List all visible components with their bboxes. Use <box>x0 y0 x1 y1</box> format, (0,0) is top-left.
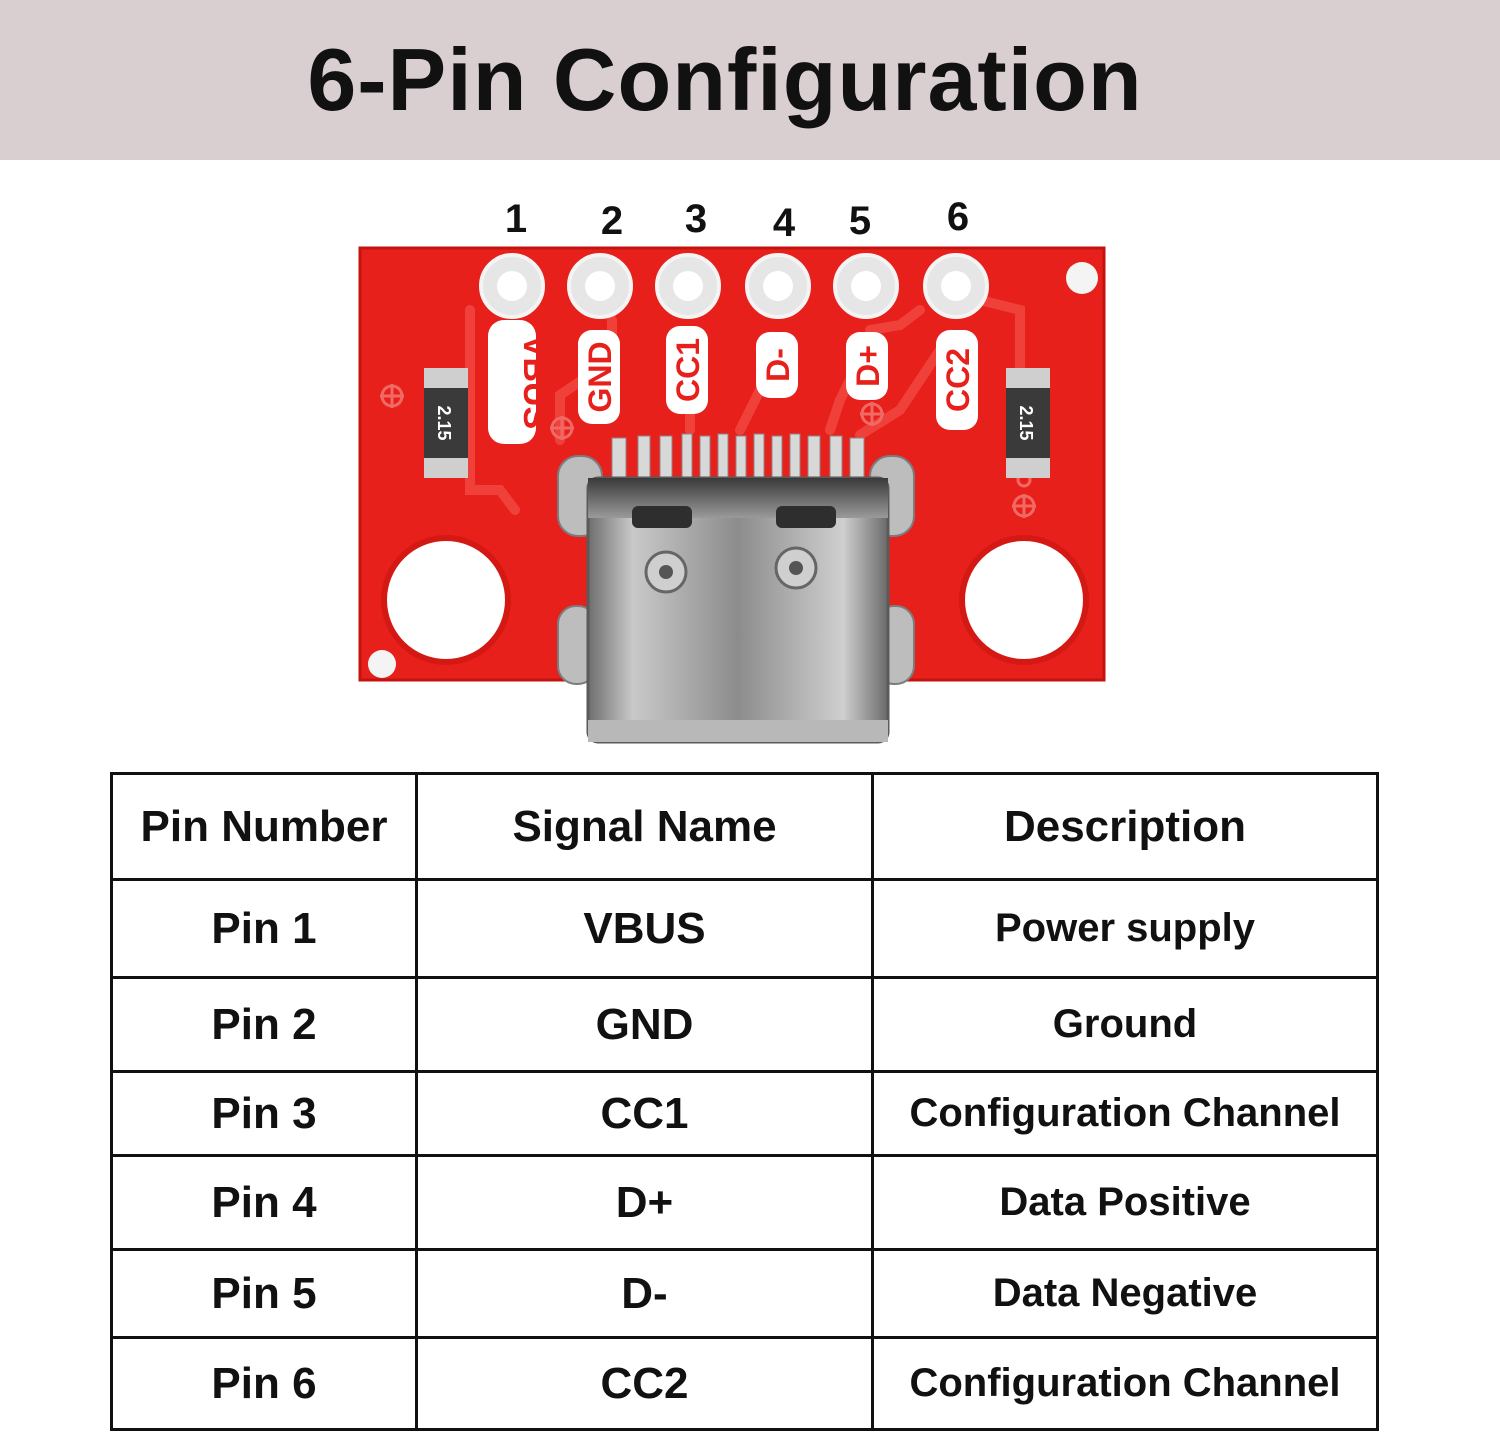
resistor-left: 2.15 <box>424 368 468 478</box>
cell-description: Power supply <box>871 878 1379 979</box>
board-illustration: 1 2 3 4 5 6 <box>358 195 1106 744</box>
pin-pads <box>479 253 989 319</box>
cell-pin: Pin 6 <box>110 1336 418 1431</box>
pin-number-6: 6 <box>947 195 969 239</box>
resistor-right: 2.15 <box>1006 368 1050 478</box>
cell-pin: Pin 4 <box>110 1154 418 1251</box>
table-row: Pin 2 GND Ground <box>110 976 1379 1073</box>
pin-number-1: 1 <box>505 197 527 241</box>
silkscreen-labels: VBUS GND CC1 D- D+ CC2 <box>488 320 978 444</box>
table-row: Pin 3 CC1 Configuration Channel <box>110 1070 1379 1157</box>
table-row: Pin 1 VBUS Power supply <box>110 878 1379 979</box>
cell-signal: CC2 <box>415 1336 874 1431</box>
cell-description: Configuration Channel <box>871 1070 1379 1157</box>
silkscreen-d-plus: D+ <box>850 345 886 387</box>
silkscreen-gnd: GND <box>582 341 618 412</box>
cell-signal: D- <box>415 1248 874 1339</box>
cell-signal: GND <box>415 976 874 1073</box>
table-row: Pin 5 D- Data Negative <box>110 1248 1379 1339</box>
fiducial-bottom-left <box>368 650 396 678</box>
cell-description: Data Positive <box>871 1154 1379 1251</box>
page-title: 6-Pin Configuration <box>307 30 1143 129</box>
connector-pins <box>611 433 865 481</box>
pin-number-labels: 1 2 3 4 5 6 <box>505 195 969 245</box>
cell-pin: Pin 1 <box>110 878 418 979</box>
pin-configuration-table: Pin Number Signal Name Description Pin 1… <box>110 772 1379 1431</box>
silkscreen-vbus: VBUS <box>516 335 554 429</box>
cell-pin: Pin 2 <box>110 976 418 1073</box>
header-signal-name: Signal Name <box>415 772 874 881</box>
cell-description: Data Negative <box>871 1248 1379 1339</box>
fiducial-top-right <box>1066 262 1098 294</box>
cell-signal: VBUS <box>415 878 874 979</box>
usb-c-connector <box>586 476 890 744</box>
mounting-hole-left <box>381 535 511 665</box>
resistor-left-label: 2.15 <box>434 405 454 440</box>
cell-pin: Pin 3 <box>110 1070 418 1157</box>
silkscreen-d-minus: D- <box>760 348 796 382</box>
mounting-hole-right <box>959 535 1089 665</box>
cell-signal: D+ <box>415 1154 874 1251</box>
table-row: Pin 4 D+ Data Positive <box>110 1154 1379 1251</box>
pin-number-3: 3 <box>685 197 707 241</box>
table-row: Pin 6 CC2 Configuration Channel <box>110 1336 1379 1431</box>
header-pin-number: Pin Number <box>110 772 418 881</box>
resistor-right-label: 2.15 <box>1016 405 1036 440</box>
pin-number-4: 4 <box>773 201 796 245</box>
silkscreen-cc1: CC1 <box>670 338 706 402</box>
pin-number-2: 2 <box>601 199 623 243</box>
pin-number-5: 5 <box>849 199 871 243</box>
cell-pin: Pin 5 <box>110 1248 418 1339</box>
title-band: 6-Pin Configuration <box>0 0 1500 160</box>
alignment-marks <box>380 384 1036 518</box>
cell-description: Ground <box>871 976 1379 1073</box>
cell-description: Configuration Channel <box>871 1336 1379 1431</box>
header-description: Description <box>871 772 1379 881</box>
table-header-row: Pin Number Signal Name Description <box>110 772 1379 881</box>
usb-c-breakout-board: 1 2 3 4 5 6 <box>0 160 1500 760</box>
cell-signal: CC1 <box>415 1070 874 1157</box>
silkscreen-cc2: CC2 <box>940 348 976 412</box>
